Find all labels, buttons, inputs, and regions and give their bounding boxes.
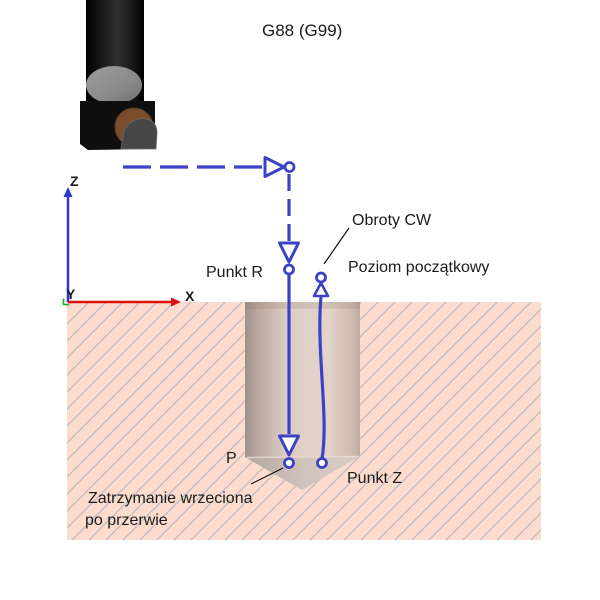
x-axis [68, 297, 181, 307]
leader-obroty-cw [323, 227, 350, 265]
diagram-title: G88 (G99) [262, 21, 342, 40]
boring-tool-photo [80, 0, 158, 150]
origin-y-marker-icon [62, 298, 69, 306]
p-point-node [283, 457, 295, 469]
bore-top-shadow [245, 302, 360, 309]
tool-path-network [123, 156, 330, 469]
label-poziom-poczatkowy: Poziom początkowy [348, 259, 489, 276]
rapid-arrow-right-icon [263, 156, 286, 178]
bore-cone-edge [246, 455, 359, 459]
label-zatrzymanie-line1: Zatrzymanie wrzeciona [88, 490, 253, 507]
y-axis-label: Y [66, 286, 76, 302]
x-axis-arrow-icon [171, 297, 181, 307]
z-point-node [316, 457, 328, 469]
bore-hole [245, 302, 360, 490]
retract-arrow-up-icon [312, 281, 330, 298]
bore-cone [245, 456, 360, 490]
start-node [283, 161, 296, 173]
spindle-cw-node [315, 271, 327, 284]
z-axis [63, 187, 73, 302]
label-p: P [226, 450, 237, 467]
bottom-arrow-down-icon [278, 434, 300, 457]
label-punkt-z: Punkt Z [347, 470, 402, 487]
label-obroty-cw: Obroty CW [352, 212, 432, 229]
z-axis-label: Z [70, 173, 79, 189]
r-level-arrow-down-icon [278, 241, 300, 264]
r-point-node [283, 263, 295, 276]
label-zatrzymanie-line2: po przerwie [85, 512, 168, 529]
retract-path [318, 296, 326, 459]
bore-wall [245, 302, 360, 490]
z-axis-arrow-icon [63, 187, 73, 197]
label-punkt-r: Punkt R [206, 264, 263, 281]
leader-zatrzymanie [250, 467, 284, 485]
tool-carbide-insert [120, 118, 158, 150]
x-axis-label: X [185, 288, 195, 304]
tool-ground-face [86, 66, 142, 104]
